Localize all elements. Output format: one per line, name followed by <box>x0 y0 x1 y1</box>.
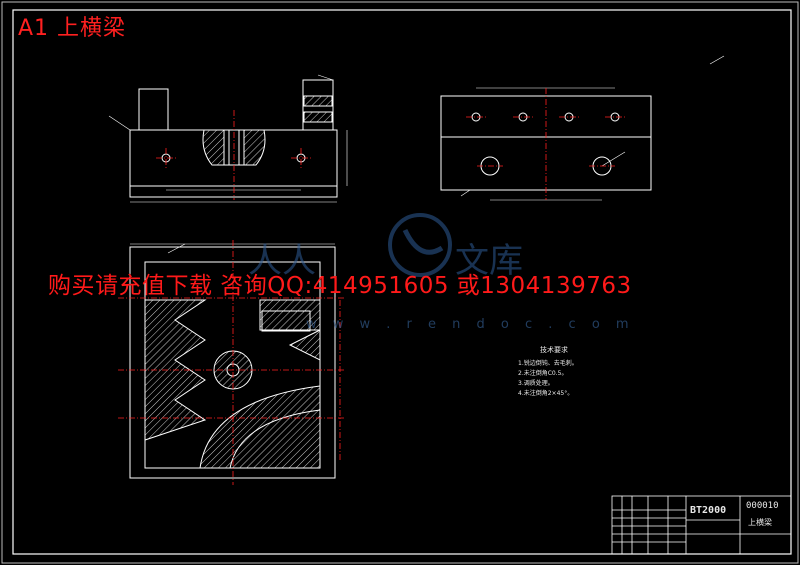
top-centerlines <box>466 88 625 200</box>
right-post <box>302 79 334 131</box>
side-centerlines <box>118 240 345 485</box>
title-block <box>611 495 792 555</box>
technical-notes: 技术要求 1.锐边倒钝、去毛刺。 2.未注倒角C0.5。 3.调质处理。 4.未… <box>518 345 578 399</box>
watermark-url: w w w . r e n d o c . c o m <box>306 317 635 332</box>
left-post <box>138 88 169 131</box>
model-number: BT2000 <box>690 505 727 516</box>
top-view <box>440 55 725 201</box>
side-view <box>129 243 336 479</box>
note-item: 4.未注倒角2×45°。 <box>518 390 574 397</box>
svg-text:人人: 人人 <box>248 241 316 281</box>
ad-banner: 购买请充值下载 咨询QQ:414951605 或1304139763 <box>48 273 632 299</box>
note-item: 2.未注倒角C0.5。 <box>518 370 568 377</box>
svg-text:文库: 文库 <box>455 241 523 281</box>
front-centerlines <box>156 110 311 200</box>
inner-border <box>12 9 792 555</box>
teeth-right <box>259 299 321 361</box>
bottom-hatch <box>199 385 321 469</box>
notes-title: 技术要求 <box>540 346 568 354</box>
part-name: 上横梁 <box>748 518 772 527</box>
note-item: 1.锐边倒钝、去毛刺。 <box>518 360 578 367</box>
watermark-logo: 人人 文库 <box>248 213 523 281</box>
side-body <box>129 246 336 479</box>
note-item: 3.调质处理。 <box>518 380 554 387</box>
drawing-number: 000010 <box>746 501 779 511</box>
front-view <box>108 74 348 203</box>
drawing-label: A1 上横梁 <box>18 16 127 41</box>
